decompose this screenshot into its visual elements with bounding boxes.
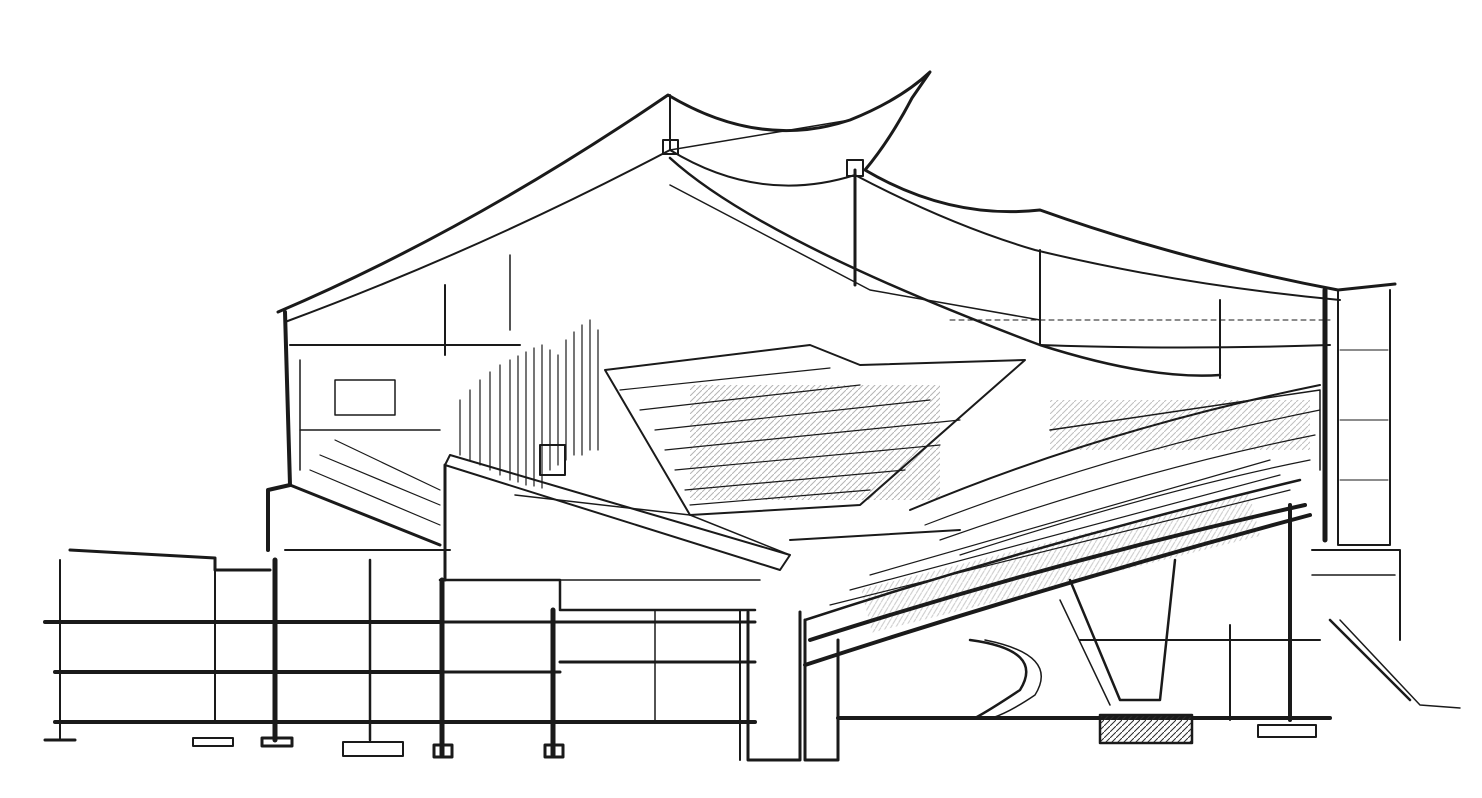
left-wall	[266, 310, 441, 552]
right-gallery-hatch	[1050, 400, 1310, 450]
stage-platform	[443, 454, 961, 582]
upper-seat-rows-hatch	[690, 385, 940, 500]
roof-canopy	[276, 70, 1397, 379]
foyer-and-stair	[836, 503, 1461, 745]
left-annex	[43, 548, 757, 757]
right-tower	[1311, 287, 1401, 641]
central-lower-floors	[284, 549, 840, 762]
left-seating-block	[288, 439, 442, 547]
lower-seating-hatch	[861, 492, 1261, 633]
organ-pipes	[459, 319, 599, 489]
